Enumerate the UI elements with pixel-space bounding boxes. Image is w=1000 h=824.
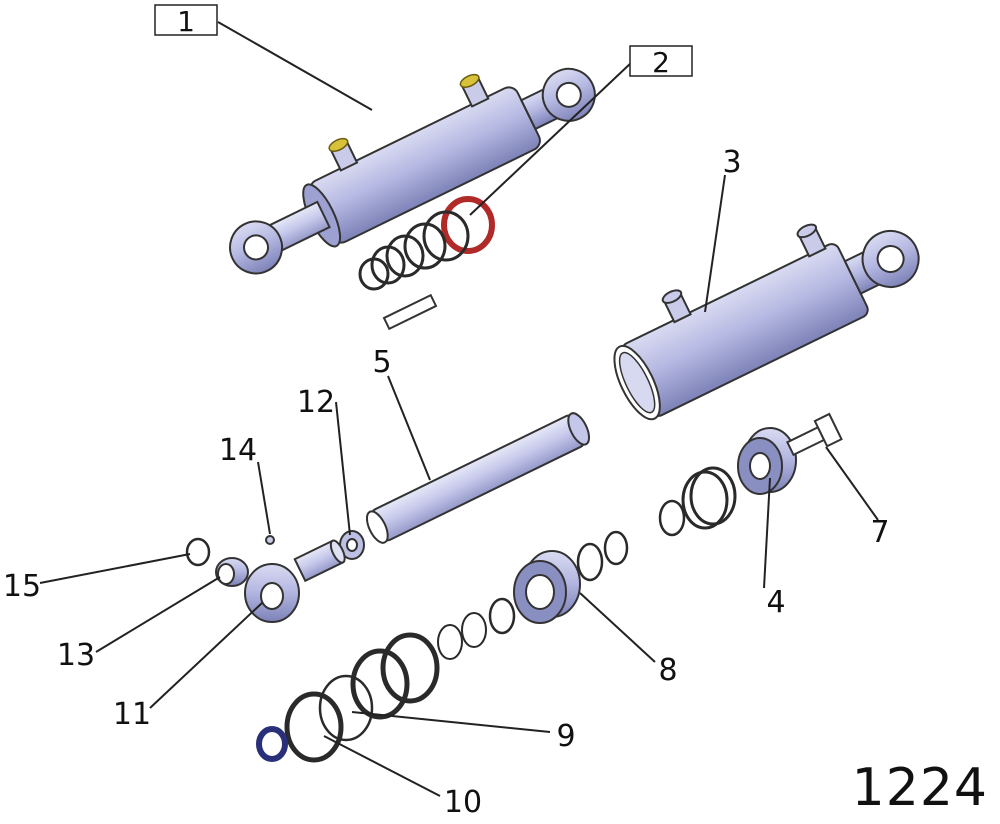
bushing	[215, 557, 249, 587]
callout-8: 8	[658, 653, 677, 688]
piston-rod	[365, 412, 591, 544]
callout-labels: 1 2 3 4 5 7 8 9 10 11 12 13 14 15	[3, 4, 890, 820]
callout-box-1	[154, 4, 218, 36]
callout-5: 5	[372, 345, 391, 380]
callout-10: 10	[444, 785, 482, 820]
rod-nut	[339, 530, 365, 560]
callout-box-2	[629, 45, 693, 77]
gland-assembly	[658, 427, 797, 537]
cylinder-barrel	[613, 223, 920, 421]
document-number: 1224	[851, 758, 988, 818]
callout-4: 4	[766, 585, 785, 620]
callout-12: 12	[297, 385, 335, 420]
callout-13: 13	[57, 638, 95, 673]
callout-2: 2	[652, 46, 670, 79]
callout-14: 14	[219, 433, 257, 468]
seal-kit	[358, 196, 495, 331]
callout-1: 1	[177, 5, 195, 38]
assembled-cylinder	[229, 67, 596, 275]
wiper-ring	[256, 726, 288, 762]
grease-nipple	[265, 535, 275, 545]
piston	[437, 530, 629, 660]
callout-11: 11	[113, 697, 151, 732]
rod-eye	[244, 539, 346, 623]
bolt	[786, 412, 843, 457]
leader-lines	[39, 21, 879, 797]
callout-9: 9	[556, 719, 575, 754]
callout-7: 7	[870, 515, 889, 550]
o-rings	[284, 632, 440, 763]
circlip	[185, 537, 211, 567]
callout-15: 15	[3, 569, 41, 604]
callout-3: 3	[722, 145, 741, 180]
